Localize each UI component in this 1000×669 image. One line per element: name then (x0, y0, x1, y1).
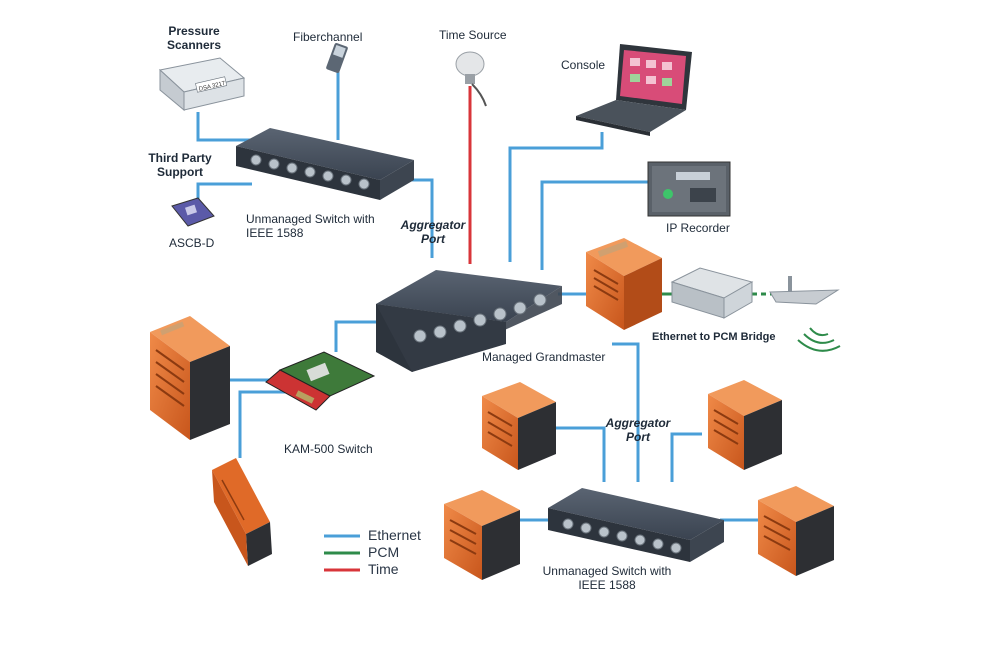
ascb-d-card (171, 197, 215, 227)
daq-unit-bottom-lower-left (444, 490, 520, 580)
console-laptop (576, 44, 692, 136)
legend-swatches (324, 534, 360, 572)
third-party-support-label: Third Party Support (148, 151, 212, 179)
telemetry-antenna (769, 276, 841, 352)
daq-chassis-left (150, 316, 230, 440)
legend-ethernet-label: Ethernet (368, 527, 421, 543)
top-switch-device (236, 128, 414, 200)
ethernet-links (196, 72, 758, 522)
link-kam500 (334, 320, 384, 352)
pressure-scanner-device: DSA 3217 (158, 57, 246, 112)
console-label: Console (561, 58, 606, 72)
ascb-d-label: ASCB-D (169, 236, 215, 250)
unmanaged-switch-top-label: Unmanaged Switch with IEEE 1588 (246, 212, 375, 240)
link-bottom-daq1 (552, 426, 606, 482)
aggregator-port-top-label: Aggregator Port (400, 218, 466, 246)
link-ip-recorder (540, 180, 648, 270)
link-ascb-d (196, 182, 252, 200)
link-kam-small-daq (238, 390, 286, 458)
link-bottom-daq2 (670, 432, 702, 482)
unmanaged-switch-bottom-label: Unmanaged Switch with IEEE 1588 (542, 564, 672, 592)
daq-unit-small (212, 458, 272, 566)
daq-unit-right (586, 238, 662, 330)
daq-unit-bottom-upper-left (482, 382, 556, 470)
fiberchannel-label: Fiberchannel (293, 30, 363, 44)
fiberchannel-device (326, 43, 348, 73)
aggregator-port-bottom-label: Aggregator Port (605, 416, 671, 444)
kam500-switch-card (265, 351, 376, 411)
time-source-label: Time Source (439, 28, 507, 42)
managed-grandmaster-device (376, 270, 562, 372)
ip-recorder-device (647, 161, 731, 217)
pressure-scanners-label: Pressure Scanners (166, 24, 222, 52)
link-aggregator-bottom (612, 342, 640, 482)
daq-unit-bottom-upper-right (708, 380, 782, 470)
daq-unit-bottom-lower-right (758, 486, 834, 576)
kam500-switch-label: KAM-500 Switch (284, 442, 373, 456)
ethernet-pcm-bridge-label: Ethernet to PCM Bridge (652, 331, 776, 343)
time-source-antenna (455, 51, 487, 107)
legend-pcm-label: PCM (368, 544, 400, 560)
link-console (508, 132, 604, 262)
link-pressure-scanner (196, 112, 252, 142)
link-aggregator-top (410, 178, 434, 258)
managed-grandmaster-label: Managed Grandmaster (482, 350, 606, 364)
pcm-bridge-device (670, 267, 754, 319)
bottom-switch-device (548, 488, 724, 562)
legend-time-label: Time (368, 561, 399, 577)
ip-recorder-label: IP Recorder (666, 221, 730, 235)
